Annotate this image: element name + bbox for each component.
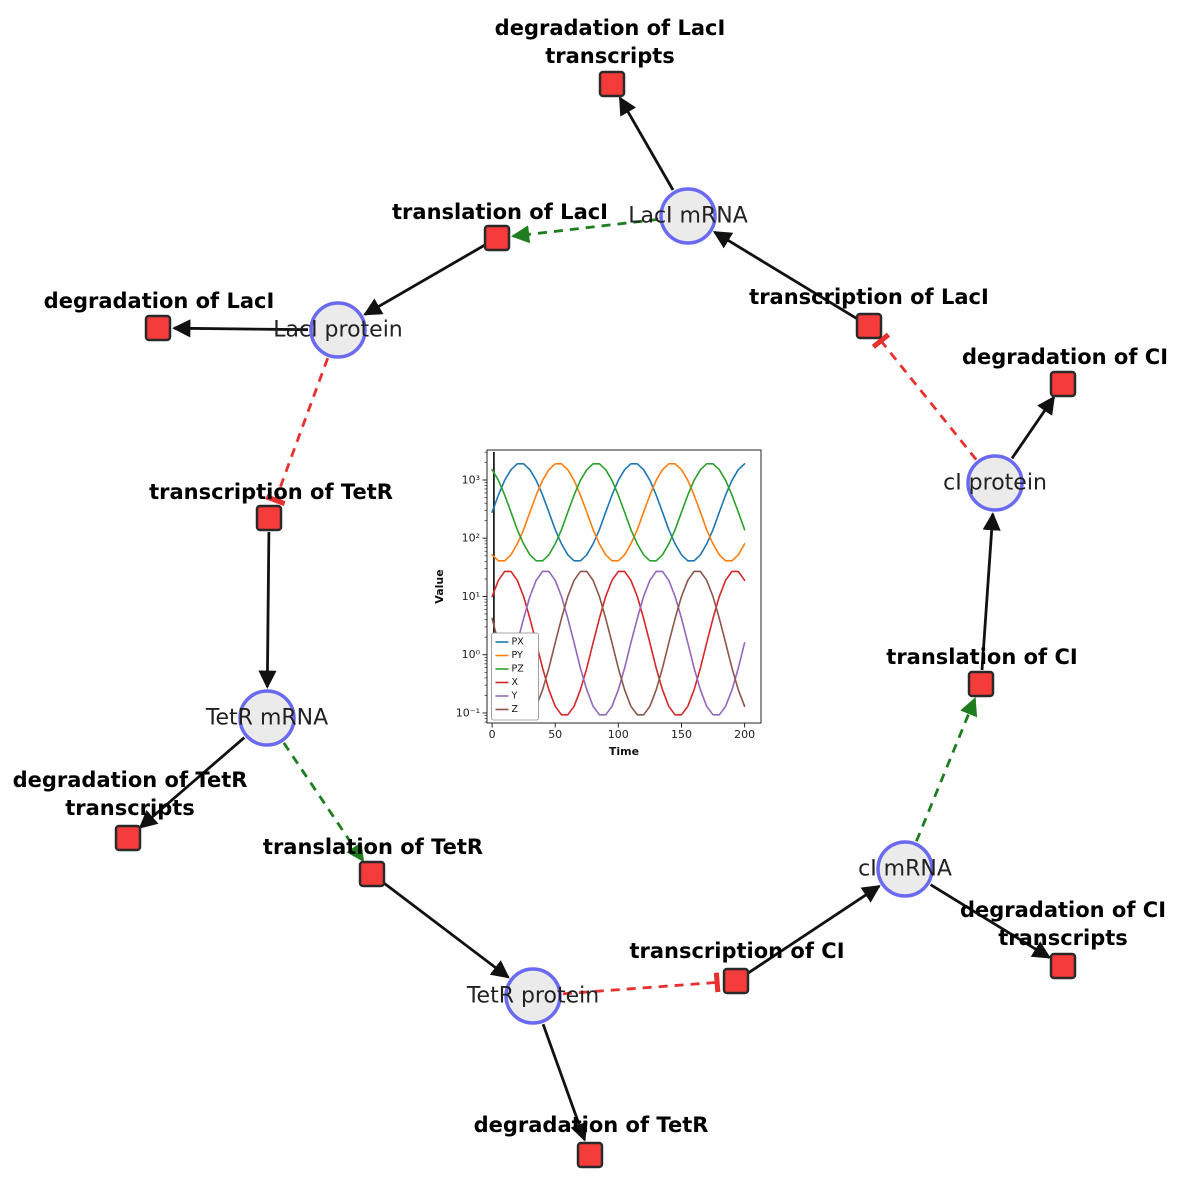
reaction-label-deg_tetr_tx-line1: degradation of TetR	[13, 768, 248, 792]
legend-label-Z: Z	[512, 704, 519, 715]
reaction-label-deg_laci_tx-line1: degradation of LacI	[495, 16, 726, 40]
y-tick-label: 10¹	[462, 590, 480, 603]
reaction-label-deg_laci_tx-line2: transcripts	[545, 44, 675, 68]
series-line-PX	[491, 462, 746, 562]
series-line-Y	[491, 570, 746, 716]
species-node-laci_mrna	[659, 187, 717, 245]
reaction-node-deg_tetr_tx	[114, 824, 142, 852]
legend-label-X: X	[512, 677, 519, 688]
edge-product-translation_laci-to-laci_protein	[363, 243, 486, 316]
node-layer	[114, 70, 1077, 1169]
x-axis-label: Time	[609, 745, 639, 758]
y-tick-label: 10³	[462, 474, 480, 487]
reaction-label-deg_ci_tx-line2: transcripts	[998, 926, 1128, 950]
reaction-label-deg_tetr: degradation of TetR	[474, 1113, 709, 1137]
species-node-tetr_protein	[504, 967, 562, 1025]
reaction-label-translation_ci: translation of CI	[886, 645, 1077, 669]
edge-product-transcription_tetr-to-tetr_mrna	[258, 531, 277, 689]
species-node-tetr_mrna	[238, 689, 296, 747]
x-tick-label: 0	[489, 728, 496, 741]
x-tick-label: 50	[548, 728, 562, 741]
y-tick-label: 10⁰	[462, 648, 481, 661]
y-axis-label: Value	[433, 569, 446, 603]
reaction-label-deg_laci: degradation of LacI	[44, 289, 275, 313]
reaction-node-deg_tetr	[576, 1141, 604, 1169]
reaction-label-deg_tetr_tx-line2: transcripts	[65, 796, 195, 820]
reaction-node-translation_ci	[967, 670, 995, 698]
edge-reactant-tetr_mrna-to-deg_tetr_tx	[138, 736, 246, 829]
reaction-node-deg_ci_tx	[1049, 952, 1077, 980]
edge-reactant-tetr_protein-to-deg_tetr	[541, 1023, 588, 1142]
edge-reactant-ci_mrna-to-deg_ci_tx	[929, 883, 1051, 959]
x-tick-label: 100	[608, 728, 629, 741]
reaction-node-translation_laci	[483, 224, 511, 252]
reaction-label-deg_ci: degradation of CI	[962, 345, 1168, 369]
edge-layer	[138, 96, 1056, 1142]
edge-product-transcription_ci-to-ci_mrna	[746, 884, 881, 975]
species-node-ci_mrna	[876, 840, 934, 898]
species-label-tetr_mrna: TetR mRNA	[205, 706, 328, 731]
legend-label-PZ: PZ	[512, 664, 525, 675]
edge-modifier-tetr_mrna-to-translation_tetr	[282, 742, 365, 863]
reaction-label-transcription_ci: transcription of CI	[629, 939, 844, 963]
reaction-label-translation_tetr: translation of TetR	[263, 835, 483, 859]
species-node-ci_protein	[966, 454, 1024, 512]
species-label-ci_mrna: cI mRNA	[858, 857, 952, 882]
species-label-ci_protein: cI protein	[943, 471, 1047, 496]
edge-product-translation_tetr-to-tetr_protein	[382, 881, 510, 979]
series-line-PZ	[491, 462, 746, 562]
x-tick-label: 150	[671, 728, 692, 741]
series-line-PY	[491, 462, 746, 562]
reaction-node-transcription_tetr	[255, 504, 283, 532]
edge-reactant-laci_mrna-to-deg_laci_tx	[618, 96, 675, 191]
reaction-node-deg_laci_tx	[598, 70, 626, 98]
y-tick-label: 10⁻¹	[456, 707, 480, 720]
reaction-label-deg_ci_tx-line1: degradation of CI	[960, 898, 1166, 922]
edge-reactant-laci_protein-to-deg_laci	[172, 319, 309, 338]
species-label-laci_mrna: LacI mRNA	[628, 204, 748, 229]
legend-label-PY: PY	[512, 650, 524, 661]
y-tick-label: 10²	[462, 532, 480, 545]
reaction-label-translation_laci: translation of LacI	[392, 200, 608, 224]
reaction-node-transcription_laci	[855, 312, 883, 340]
species-node-laci_protein	[309, 301, 367, 359]
species-label-tetr_protein: TetR protein	[466, 984, 599, 1009]
reaction-node-deg_ci	[1049, 370, 1077, 398]
edge-inhibition-laci_protein-to-transcription_tetr	[265, 357, 330, 506]
edge-modifier-ci_mrna-to-translation_ci	[915, 697, 978, 842]
edge-modifier-laci_mrna-to-translation_laci	[511, 218, 659, 244]
reaction-node-transcription_ci	[722, 967, 750, 995]
reaction-node-translation_tetr	[358, 860, 386, 888]
species-label-laci_protein: LacI protein	[273, 318, 403, 343]
legend-label-PX: PX	[512, 637, 525, 648]
x-tick-label: 200	[734, 728, 755, 741]
edge-product-translation_ci-to-ci_protein	[980, 512, 1001, 671]
reaction-label-transcription_laci: transcription of LacI	[749, 285, 989, 309]
reaction-node-deg_laci	[144, 314, 172, 342]
reaction-label-transcription_tetr: transcription of TetR	[149, 480, 393, 504]
edge-product-transcription_laci-to-laci_mrna	[712, 230, 858, 320]
edge-inhibition-tetr_protein-to-transcription_ci	[562, 972, 721, 996]
legend-label-Y: Y	[511, 691, 518, 702]
edge-reactant-ci_protein-to-deg_ci	[1010, 395, 1056, 460]
